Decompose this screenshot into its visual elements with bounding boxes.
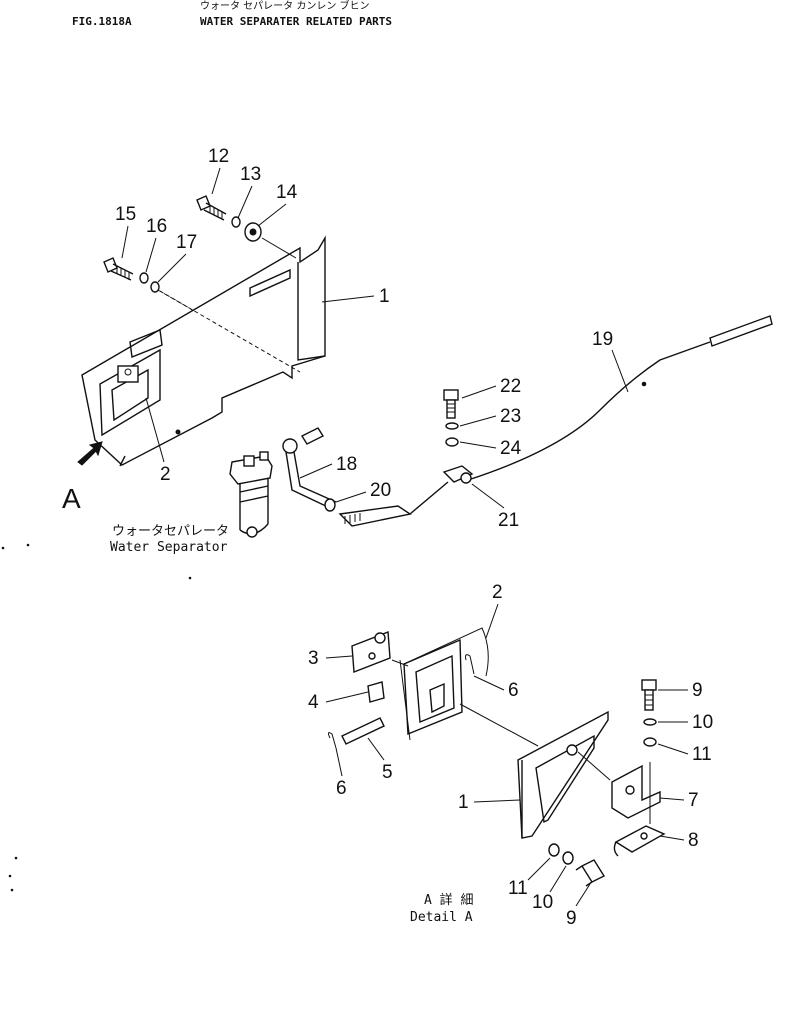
callout: 17 <box>176 232 197 253</box>
callout: 23 <box>500 406 521 427</box>
callout: 16 <box>146 216 167 237</box>
detail-label-jp: A 詳 細 <box>424 892 473 908</box>
cable-19 <box>409 315 773 515</box>
callout: 6 <box>336 778 347 799</box>
scan-specks <box>1 543 192 892</box>
callout: 4 <box>308 692 319 713</box>
callout: 7 <box>688 790 699 811</box>
callout: 3 <box>308 648 319 669</box>
water-separator <box>229 451 273 538</box>
callout: 14 <box>276 182 298 203</box>
callout: 20 <box>370 480 391 501</box>
callout: 6 <box>508 680 519 701</box>
callout: 11 <box>508 878 528 899</box>
detail-label-en: Detail A <box>410 910 473 925</box>
callout: 13 <box>240 164 261 185</box>
bolt-22-group <box>442 389 474 484</box>
callout: 9 <box>566 908 577 929</box>
view-marker-a: A <box>62 483 81 514</box>
detail-a-drawing <box>327 627 666 887</box>
callout: 10 <box>532 892 553 913</box>
callout: 2 <box>492 582 503 603</box>
callouts-detail: 2 3 6 4 9 10 11 5 6 7 1 8 11 10 9 <box>308 582 713 929</box>
callouts-upper: 12 13 14 15 16 17 1 2 19 22 23 24 18 20 … <box>115 146 629 531</box>
callout: 10 <box>692 712 713 733</box>
title-japanese: ウォータ セパレータ カンレン ブヒン <box>200 0 370 12</box>
callout: 8 <box>688 830 699 851</box>
hose-18 <box>282 427 412 527</box>
callout: 22 <box>500 376 521 397</box>
callout: 24 <box>500 438 522 459</box>
callout: 19 <box>592 329 613 350</box>
callout: 21 <box>498 510 519 531</box>
water-separator-label-en: Water Separator <box>110 540 228 555</box>
bolt-15-group <box>103 257 197 313</box>
callout: 18 <box>336 454 357 475</box>
water-separator-label-jp: ウォータセパレータ <box>112 524 229 539</box>
callout: 5 <box>382 762 393 783</box>
callout: 11 <box>692 744 712 765</box>
bolt-12-group <box>196 195 297 259</box>
callout: 9 <box>692 680 703 701</box>
callout: 1 <box>379 286 390 307</box>
bracket-assembly <box>81 235 326 467</box>
page-title: WATER SEPARATER RELATED PARTS <box>200 15 392 28</box>
callout: 1 <box>458 792 469 813</box>
callout: 12 <box>208 146 229 167</box>
view-arrow-icon <box>77 441 103 466</box>
figure-number: FIG.1818A <box>72 15 132 28</box>
callout: 2 <box>160 464 171 485</box>
callout: 15 <box>115 204 136 225</box>
